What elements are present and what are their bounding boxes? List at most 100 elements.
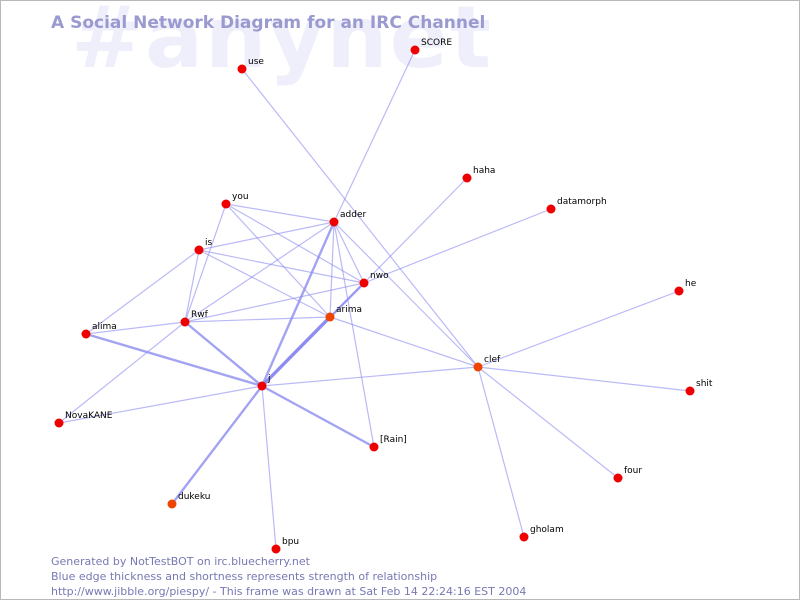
edge-alima-j xyxy=(85,332,263,388)
node-label: j xyxy=(267,374,271,384)
edge-use-clef xyxy=(241,68,479,368)
node-label: bpu xyxy=(282,537,299,547)
edge-adder-arima xyxy=(329,221,335,318)
node-dot xyxy=(369,442,379,452)
edge-is-arima xyxy=(198,249,331,318)
node-dot xyxy=(329,217,339,227)
node-Rain: [Rain] xyxy=(369,435,407,452)
edge-adder-Rwf xyxy=(184,221,335,323)
node-j: j xyxy=(257,374,271,391)
node-label: he xyxy=(685,279,697,289)
edge-you-adder xyxy=(225,203,335,223)
node-Rwf: Rwf xyxy=(180,310,209,327)
node-dot xyxy=(519,532,529,542)
channel-watermark: #anynet xyxy=(71,0,494,88)
edge-you-nwo xyxy=(225,203,365,284)
edge-j-clef xyxy=(261,366,479,387)
edge-Rwf-NovaKANE xyxy=(58,321,186,424)
node-dot xyxy=(194,245,204,255)
edge-SCORE-adder xyxy=(333,49,416,223)
node-dot xyxy=(257,381,267,391)
edge-is-adder xyxy=(198,221,335,251)
node-is: is xyxy=(194,238,213,255)
node-NovaKANE: NovaKANE xyxy=(54,411,113,428)
footer-link-line: http://www.jibble.org/piespy/ - This fra… xyxy=(51,585,527,598)
node-dot xyxy=(167,499,177,509)
edge-is-alima xyxy=(85,249,200,335)
node-gholam: gholam xyxy=(519,525,564,542)
node-label: NovaKANE xyxy=(65,411,113,421)
edge-j-bpu xyxy=(261,385,277,550)
node-haha: haha xyxy=(462,166,495,183)
edge-Rwf-j xyxy=(184,321,263,387)
edge-arima-Rwf xyxy=(184,316,331,323)
footer-generator-line: Generated by NotTestBOT on irc.bluecherr… xyxy=(51,555,310,568)
edge-adder-clef xyxy=(333,221,479,368)
node-SCORE: SCORE xyxy=(410,38,452,55)
edge-clef-gholam xyxy=(477,366,525,538)
edge-arima-j xyxy=(260,315,332,388)
node-label: four xyxy=(624,466,642,476)
edge-is-nwo xyxy=(198,249,365,284)
node-dot xyxy=(237,64,247,74)
node-you: you xyxy=(221,192,249,209)
edge-clef-he xyxy=(477,290,680,368)
edge-j-dukeku xyxy=(171,385,263,505)
node-dot xyxy=(674,286,684,296)
node-dot xyxy=(54,418,64,428)
edge-adder-nwo xyxy=(333,221,365,284)
node-dot xyxy=(359,278,369,288)
node-label: clef xyxy=(484,355,501,365)
node-dot xyxy=(81,329,91,339)
node-dot xyxy=(473,362,483,372)
node-dot xyxy=(410,45,420,55)
node-dot xyxy=(546,204,556,214)
node-dot xyxy=(613,473,623,483)
node-label: alima xyxy=(92,322,117,332)
node-label: [Rain] xyxy=(380,435,407,445)
edge-j-Rain xyxy=(261,384,375,449)
node-dot xyxy=(271,544,281,554)
node-label: nwo xyxy=(370,271,389,281)
node-label: use xyxy=(248,57,264,67)
edge-haha-nwo xyxy=(363,177,468,284)
node-label: dukeku xyxy=(178,492,210,502)
edge-arima-clef xyxy=(329,316,479,368)
page-title: A Social Network Diagram for an IRC Chan… xyxy=(51,13,486,33)
node-adder: adder xyxy=(329,210,366,227)
node-label: adder xyxy=(340,210,366,220)
footer: Generated by NotTestBOT on irc.bluecherr… xyxy=(51,554,526,599)
edge-j-NovaKANE xyxy=(58,385,263,424)
node-label: you xyxy=(232,192,249,202)
node-arima: arima xyxy=(325,305,362,322)
node-use: use xyxy=(237,57,264,74)
edges-layer xyxy=(58,49,691,550)
node-clef: clef xyxy=(473,355,501,372)
node-dukeku: dukeku xyxy=(167,492,210,509)
node-label: Rwf xyxy=(191,310,209,320)
edge-adder-j xyxy=(260,221,336,387)
edge-nwo-Rwf xyxy=(184,282,365,323)
node-label: SCORE xyxy=(421,38,452,48)
edge-Rwf-alima xyxy=(85,321,186,335)
edge-you-Rwf xyxy=(184,203,227,323)
node-dot xyxy=(325,312,335,322)
node-bpu: bpu xyxy=(271,537,299,554)
node-shit: shit xyxy=(685,379,713,396)
node-label: haha xyxy=(473,166,495,176)
footer-legend-line: Blue edge thickness and shortness repres… xyxy=(51,570,438,583)
edge-clef-four xyxy=(477,366,619,479)
node-label: datamorph xyxy=(557,197,607,207)
node-dot xyxy=(221,199,231,209)
node-dot xyxy=(180,317,190,327)
node-label: arima xyxy=(336,305,362,315)
edge-is-Rwf xyxy=(184,249,200,323)
edge-adder-Rain xyxy=(333,221,375,448)
node-four: four xyxy=(613,466,642,483)
node-dot xyxy=(462,173,472,183)
edge-you-arima xyxy=(225,203,331,318)
node-label: gholam xyxy=(530,525,564,535)
edge-clef-shit xyxy=(477,366,691,392)
